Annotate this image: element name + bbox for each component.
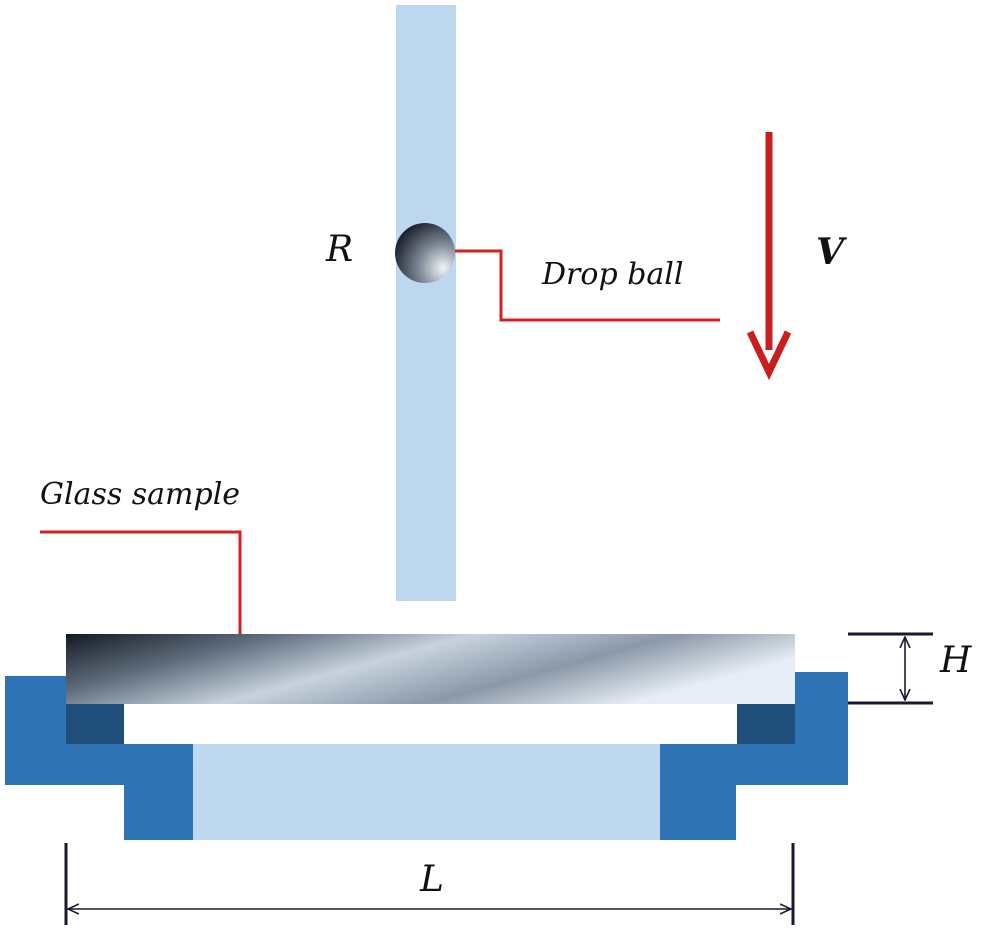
support-frame-left <box>5 676 193 840</box>
glass-sample-label: Glass sample <box>40 477 241 512</box>
glass-sample-plate <box>66 634 795 704</box>
guide-tube <box>396 5 456 601</box>
span-label: L <box>420 859 444 900</box>
glass-sample-leader-line <box>40 530 242 636</box>
support-center-plate <box>193 744 660 840</box>
velocity-label: V <box>816 231 844 273</box>
drop-ball-label: Drop ball <box>542 257 684 292</box>
rubber-pad-right <box>737 704 795 744</box>
thickness-label: H <box>940 640 972 681</box>
drop-ball <box>395 223 455 283</box>
drop-ball-leader-line <box>455 249 720 322</box>
velocity-arrow-head <box>746 330 792 381</box>
support-frame-right <box>660 672 848 840</box>
rubber-pad-left <box>66 704 124 744</box>
ball-radius-label: R <box>326 229 354 270</box>
